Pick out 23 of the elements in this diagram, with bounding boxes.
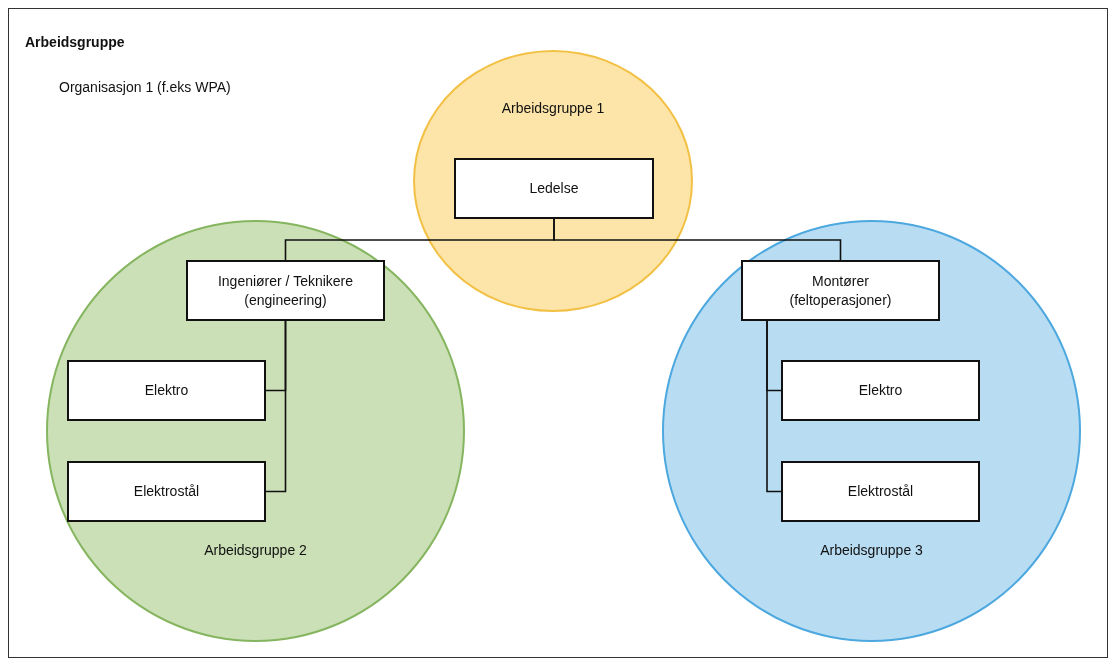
box-label: Ingeniører / Teknikere (engineering) (216, 272, 355, 309)
role-box (781, 360, 980, 421)
title: Arbeidsgruppe (25, 34, 125, 50)
group-label: Arbeidsgruppe 1 (501, 100, 605, 116)
group-label: Arbeidsgruppe 3 (820, 542, 923, 558)
box-label: Montører (feltoperasjoner) (788, 272, 893, 309)
box-label: Elektrostål (847, 482, 914, 501)
connector-line (766, 320, 782, 493)
frame (8, 8, 1108, 658)
box-label: Elektro (144, 381, 189, 400)
subtitle: Organisasjon 1 (f.eks WPA) (59, 79, 231, 95)
role-box (67, 360, 266, 421)
role-box (741, 260, 940, 321)
box-label: Elektro (858, 381, 903, 400)
connector-line (265, 320, 287, 493)
role-box (454, 158, 654, 219)
box-label: Ledelse (529, 179, 579, 198)
role-box (781, 461, 980, 522)
role-box (186, 260, 385, 321)
role-box (67, 461, 266, 522)
group-label: Arbeidsgruppe 2 (204, 542, 307, 558)
box-label: Elektrostål (133, 482, 200, 501)
connector-line (553, 218, 842, 261)
